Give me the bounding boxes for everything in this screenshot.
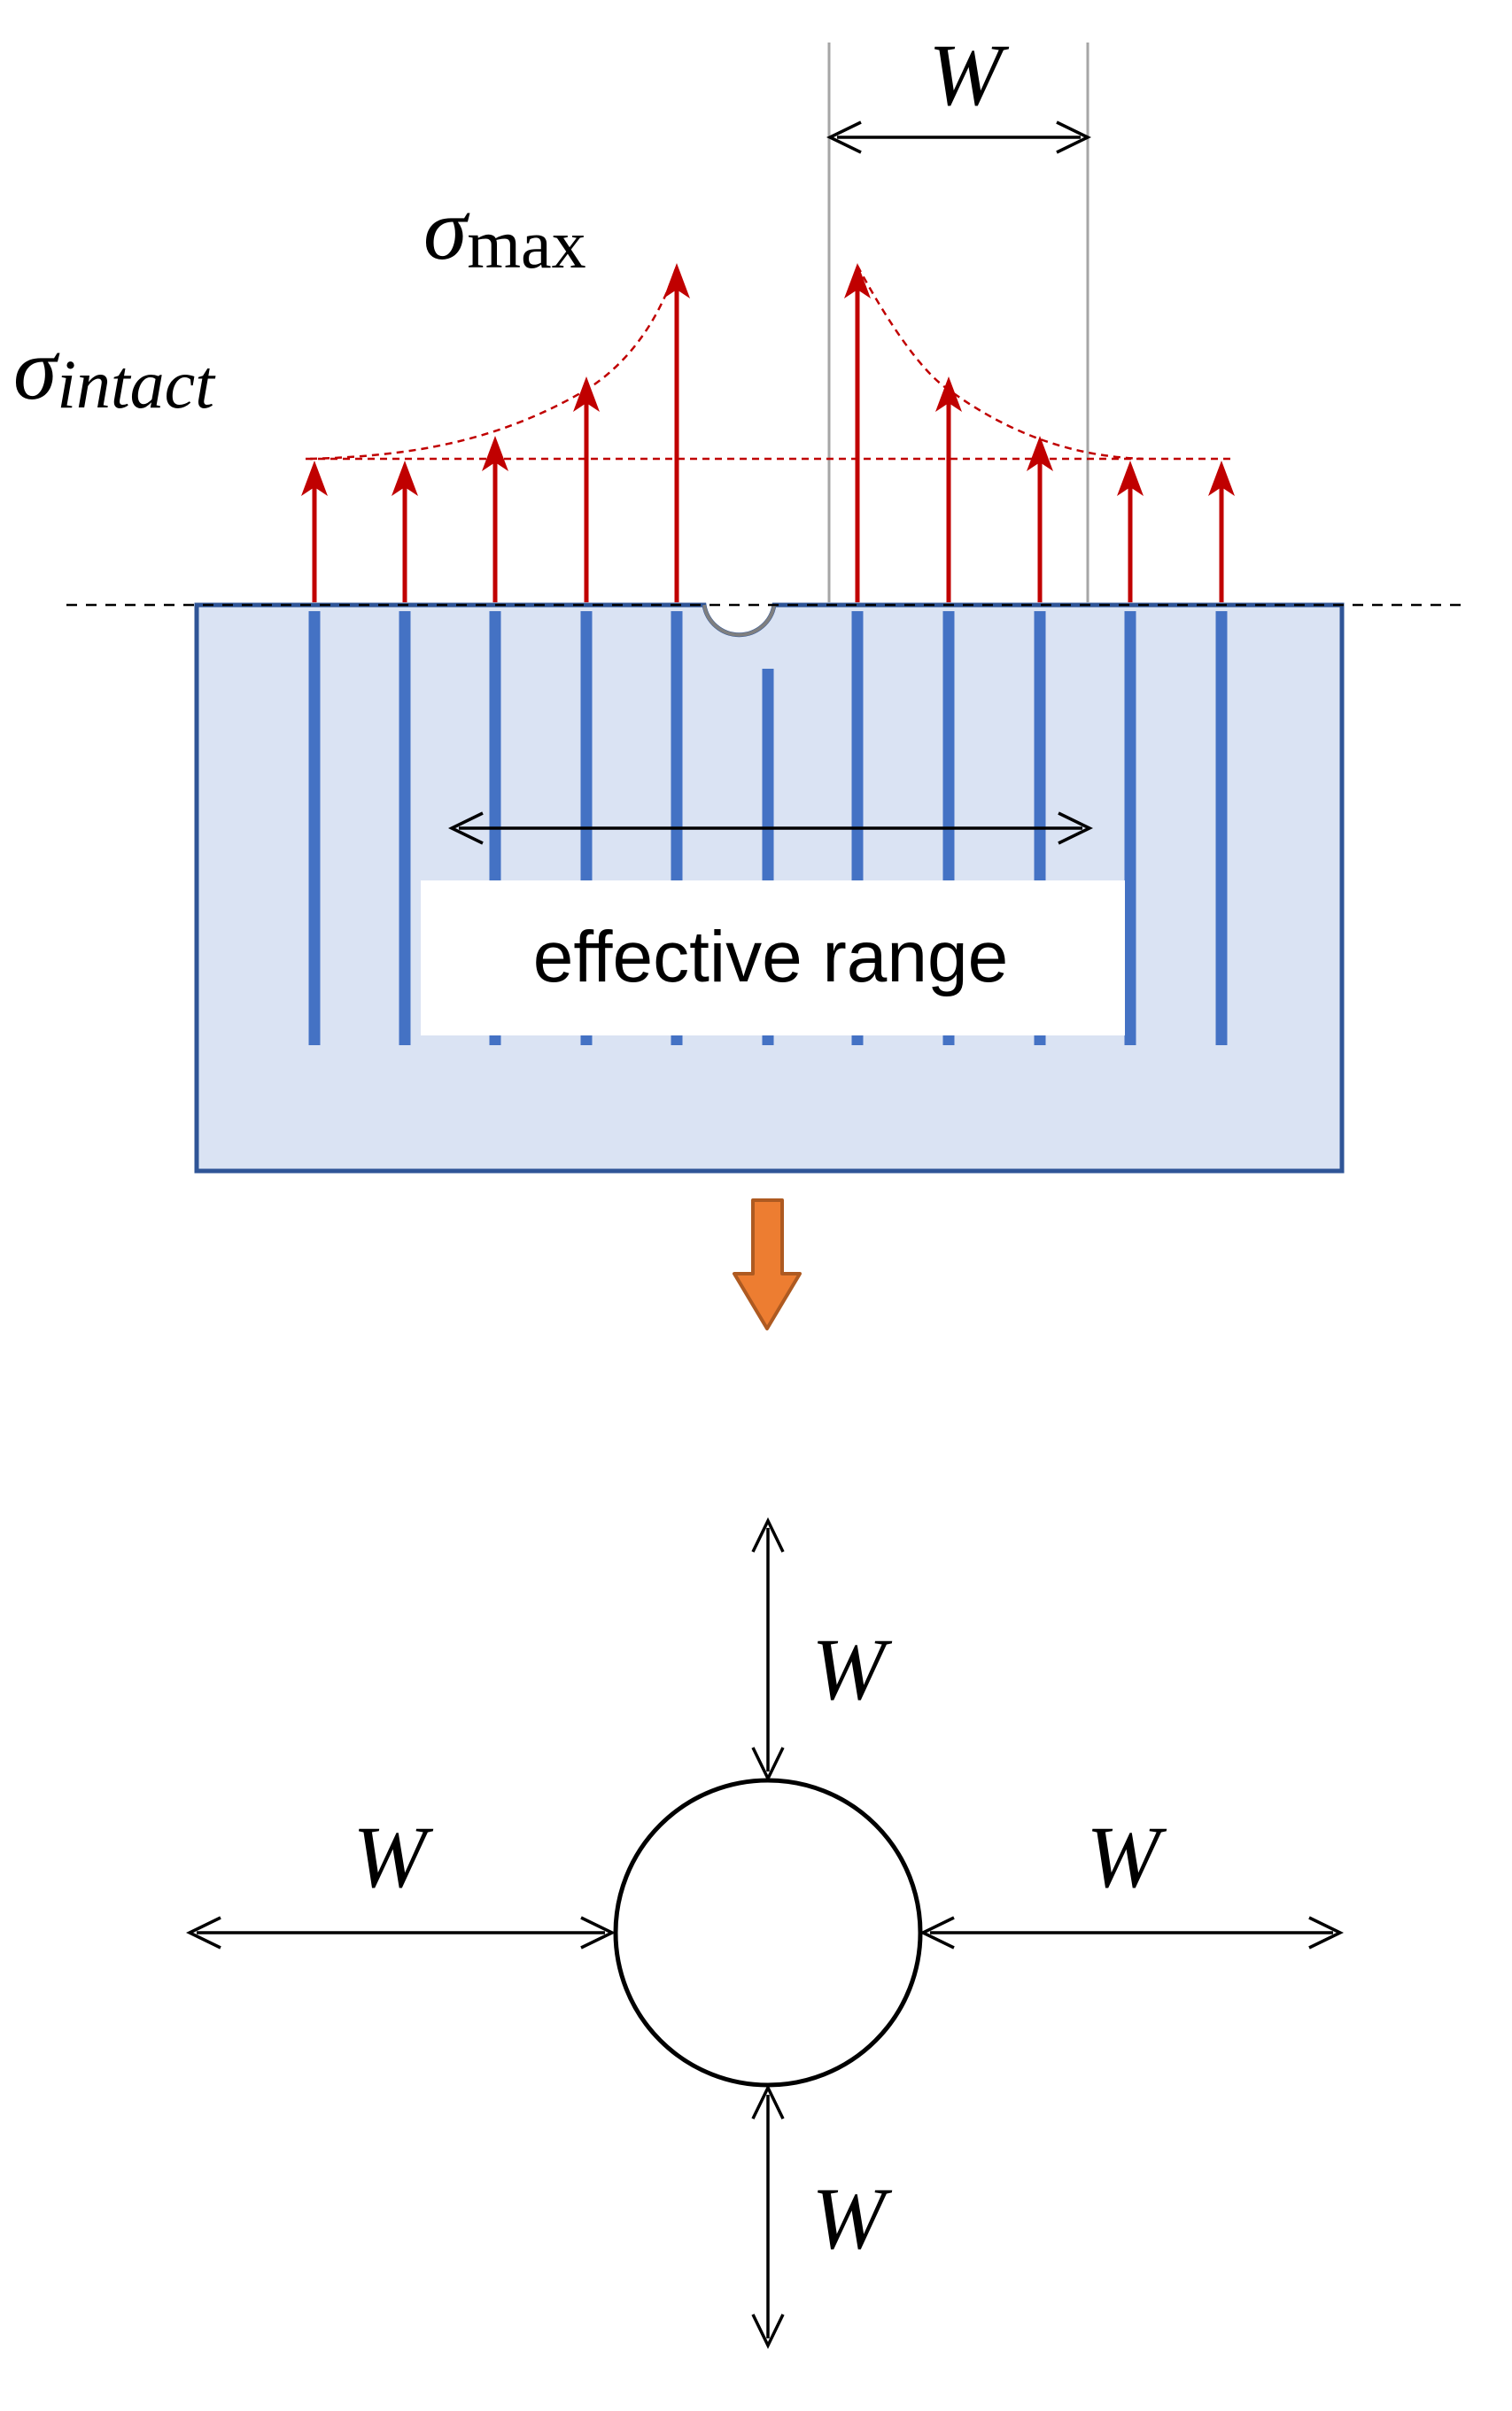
stress-curve-right	[856, 265, 1144, 461]
sigma-max-label: σmax	[423, 180, 586, 283]
effective-range-label: effective range	[533, 917, 1008, 997]
width-up-label: W	[811, 1620, 892, 1718]
down-arrow-icon	[733, 1198, 802, 1330]
horizontal-arrows	[185, 1916, 1345, 1950]
vertical-arrows	[751, 1516, 785, 2350]
width-right-label: W	[1086, 1808, 1167, 1906]
width-down-label: W	[811, 2169, 892, 2268]
stress-envelope	[306, 265, 1231, 461]
notch-edge	[702, 604, 776, 637]
effective-range-box: effective range	[421, 880, 1125, 1035]
width-left-label: W	[353, 1808, 433, 1906]
stress-arrows	[301, 263, 1235, 602]
width-top-label: W	[928, 26, 1009, 124]
width-guide-lines	[827, 43, 1089, 602]
width-top-arrow	[826, 120, 1092, 154]
effective-range-background	[421, 880, 1125, 1035]
stress-curve-left	[309, 265, 678, 461]
hole-circle	[613, 1778, 923, 2088]
effective-range-arrow	[447, 811, 1094, 845]
sigma-intact-label: σintact	[13, 320, 216, 423]
